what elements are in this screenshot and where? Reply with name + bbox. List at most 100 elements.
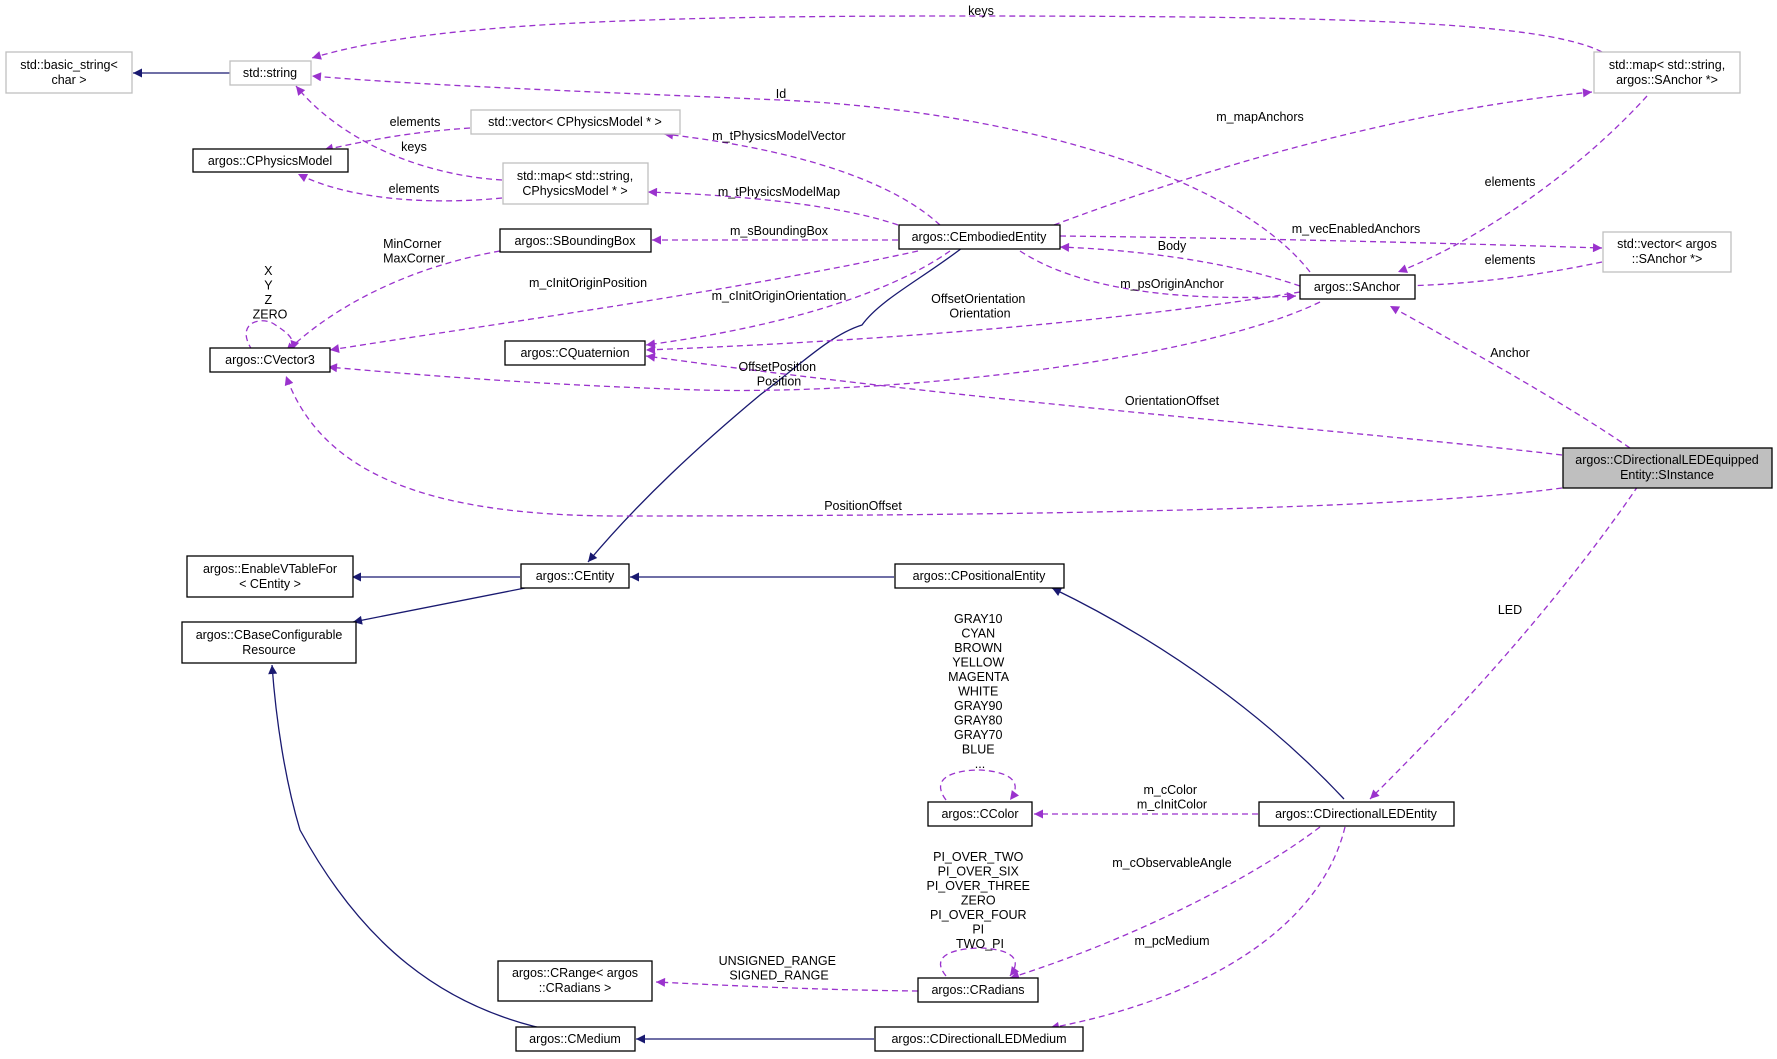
edge-anchor-offset-position [327,301,1321,392]
node-argos-c-range[interactable]: argos::CRange< argos::CRadians > [497,960,653,1002]
edge-vector-physics-elements-model [323,127,471,153]
label-elements-map-anchor: elements [1485,175,1536,189]
svg-text:argos::CColor: argos::CColor [941,807,1018,821]
node-argos-embodied-entity[interactable]: argos::CEmbodiedEntity [898,224,1061,250]
edge-map-physics-keys-string [295,85,503,181]
edge-sinstance-anchor [1389,305,1631,449]
svg-text:argos::CPhysicsModel: argos::CPhysicsModel [208,154,332,168]
svg-text:argos::EnableVTableFor< CEntit: argos::EnableVTableFor< CEntity > [203,562,337,591]
edge-vector3-self [245,320,300,351]
label-m-ps-origin-anchor: m_psOriginAnchor [1120,277,1224,291]
node-std-vector-anchor[interactable]: std::vector< argos::SAnchor *> [1602,231,1732,273]
node-argos-c-vector3[interactable]: argos::CVector3 [209,347,331,373]
node-std-vector-physics[interactable]: std::vector< CPhysicsModel * > [470,109,681,135]
svg-text:argos::CDirectionalLEDEntity: argos::CDirectionalLEDEntity [1275,807,1438,821]
edge-led-entity-inherits-positional [1051,587,1345,800]
edge-anchor-offset-orientation [645,291,1301,355]
edge-sinstance-led [1369,485,1639,800]
edge-embodied-physics-vector [663,130,941,226]
svg-text:std::vector< CPhysicsModel * >: std::vector< CPhysicsModel * > [488,115,662,129]
edge-anchor-body-embodied [1059,242,1301,287]
label-m-pc-medium: m_pcMedium [1134,934,1209,948]
edge-embodied-init-origin-position [329,250,919,354]
edges [133,15,1648,1044]
svg-text:std::map< std::string,CPhysics: std::map< std::string,CPhysicsModel * > [517,169,633,198]
label-m-s-bounding-box: m_sBoundingBox [730,224,829,238]
svg-text:argos::CPositionalEntity: argos::CPositionalEntity [913,569,1046,583]
label-m-t-physics-model-map: m_tPhysicsModelMap [718,185,840,199]
edge-color-self [939,769,1019,801]
label-min-max-corner: MinCorner MaxCorner [383,237,445,266]
node-argos-c-entity[interactable]: argos::CEntity [520,563,630,589]
svg-text:argos::CEntity: argos::CEntity [536,569,615,583]
node-argos-c-medium[interactable]: argos::CMedium [515,1026,636,1052]
node-argos-bounding-box[interactable]: argos::SBoundingBox [499,228,652,253]
label-elements-vector-physics: elements [390,115,441,129]
svg-text:std::map< std::string,argos::S: std::map< std::string,argos::SAnchor *> [1609,58,1725,87]
label-keys-top: keys [968,4,994,18]
label-offset-orientation: OffsetOrientation Orientation [931,292,1029,321]
label-m-vec-enabled-anchors: m_vecEnabledAnchors [1292,222,1421,236]
edge-led-entity-observable-angle [1009,826,1321,980]
edge-entity-inherits-base-configurable [352,587,526,625]
nodes: std::basic_string<char > std::string std… [5,51,1773,1052]
edge-vector-anchor-elements-anchor [1397,261,1603,291]
node-argos-physics-model[interactable]: argos::CPhysicsModel [192,148,349,173]
svg-text:argos::CDirectionalLEDEquipped: argos::CDirectionalLEDEquippedEntity::SI… [1575,453,1758,482]
label-m-c-color: m_cColor m_cInitColor [1137,783,1207,812]
edge-labels: keys Id elements keys elements m_mapAnch… [253,4,1536,983]
node-argos-c-quaternion[interactable]: argos::CQuaternion [504,340,646,366]
label-anchor: Anchor [1490,346,1530,360]
label-keys-map-physics: keys [401,140,427,154]
label-position-offset: PositionOffset [824,499,902,513]
edge-map-anchor-elements-anchor [1397,95,1648,273]
svg-text:argos::CRadians: argos::CRadians [931,983,1024,997]
label-id: Id [776,87,786,101]
edge-anchor-id-string [311,72,1311,273]
edge-embodied-map-anchors [1053,88,1593,226]
label-body: Body [1158,239,1187,253]
label-color-constants: GRAY10 CYAN BROWN YELLOW MAGENTA WHITE G… [948,612,1012,771]
edge-sinstance-position-offset [284,375,1563,517]
node-argos-c-radians[interactable]: argos::CRadians [917,977,1039,1003]
svg-text:argos::CRange< argos::CRadians: argos::CRange< argos::CRadians > [512,966,638,995]
label-m-c-observable-angle: m_cObservableAngle [1112,856,1232,870]
svg-text:argos::CQuaternion: argos::CQuaternion [520,346,629,360]
label-elements-vector-anchor: elements [1485,253,1536,267]
svg-text:argos::SAnchor: argos::SAnchor [1314,280,1400,294]
edge-led-entity-medium [1049,826,1346,1031]
label-m-map-anchors: m_mapAnchors [1216,110,1304,124]
svg-text:argos::SBoundingBox: argos::SBoundingBox [515,234,637,248]
node-argos-directional-led-entity[interactable]: argos::CDirectionalLEDEntity [1258,801,1455,827]
node-std-map-physics[interactable]: std::map< std::string,CPhysicsModel * > [502,162,649,205]
node-argos-s-anchor[interactable]: argos::SAnchor [1299,274,1416,300]
node-argos-c-color[interactable]: argos::CColor [927,801,1033,827]
node-argos-directional-led-medium[interactable]: argos::CDirectionalLEDMedium [874,1026,1084,1052]
node-std-basic-string[interactable]: std::basic_string<char > [5,51,133,94]
svg-text:argos::CDirectionalLEDMedium: argos::CDirectionalLEDMedium [891,1032,1066,1046]
edge-medium-inherits-base-configurable [268,664,561,1033]
label-xyz-zero: X Y Z ZERO [253,264,288,322]
edge-embodied-inherits-entity [587,247,963,563]
node-argos-enable-vtable[interactable]: argos::EnableVTableFor< CEntity > [186,555,354,598]
label-elements-map-physics: elements [389,182,440,196]
node-argos-positional-entity[interactable]: argos::CPositionalEntity [894,563,1065,589]
svg-text:std::string: std::string [243,66,297,80]
edge-map-physics-elements-model [297,173,503,202]
label-ranges: UNSIGNED_RANGE SIGNED_RANGE [719,954,840,983]
edge-sinstance-orientation-offset [645,352,1563,456]
svg-text:argos::CEmbodiedEntity: argos::CEmbodiedEntity [912,230,1048,244]
label-m-t-physics-model-vector: m_tPhysicsModelVector [712,129,845,143]
edge-embodied-physics-map [647,187,899,226]
label-orientation-offset: OrientationOffset [1125,394,1220,408]
node-std-map-anchor[interactable]: std::map< std::string,argos::SAnchor *> [1593,51,1741,94]
label-m-c-init-origin-orientation: m_cInitOriginOrientation [712,289,847,303]
edge-radians-self [939,947,1019,977]
svg-text:std::vector< argos::SAnchor *>: std::vector< argos::SAnchor *> [1617,237,1717,266]
node-std-string[interactable]: std::string [229,60,312,86]
svg-text:std::basic_string<char >: std::basic_string<char > [20,58,118,87]
